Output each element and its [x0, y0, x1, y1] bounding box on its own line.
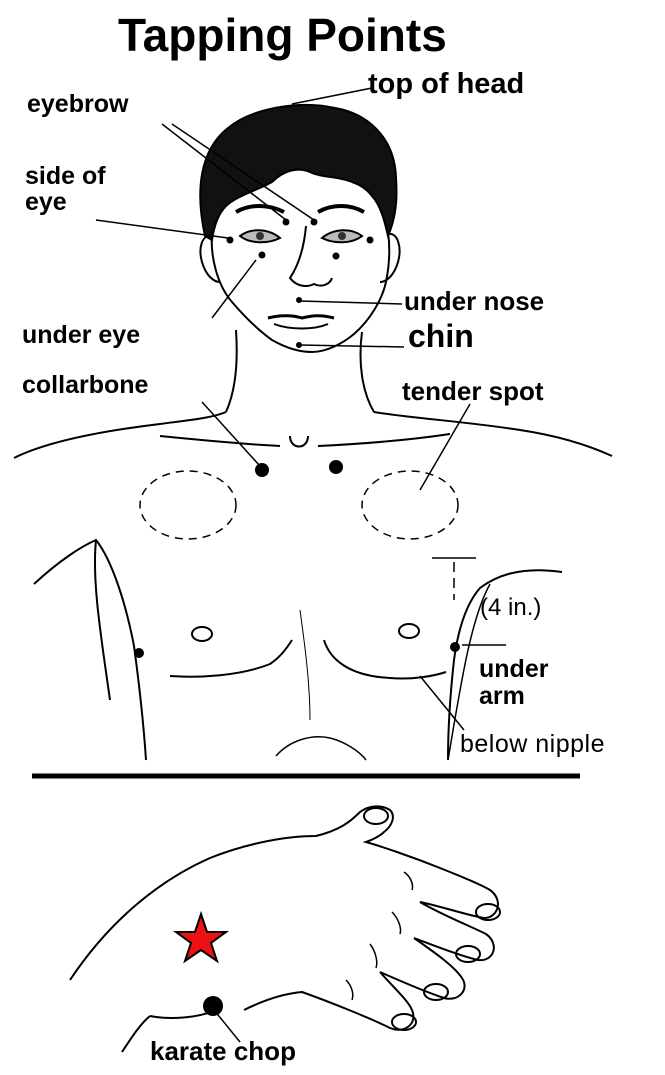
label-karate-chop: karate chop [150, 1038, 296, 1064]
pointer-under-eye [212, 260, 256, 318]
left-pupil [256, 232, 264, 240]
lower-lip [274, 324, 328, 329]
dot-chin [296, 342, 302, 348]
label-side-of-eye-line1: side of [25, 163, 106, 189]
knuckle-4 [346, 980, 353, 1000]
right-tender-oval [362, 471, 458, 539]
right-clavicle [318, 434, 450, 446]
dot-under-arm-left [134, 648, 144, 658]
right-shoulder [374, 412, 612, 456]
mouth [268, 316, 334, 318]
pointer-collarbone [202, 402, 260, 466]
label-under-arm-line2: arm [479, 683, 548, 710]
left-armpit-line [95, 540, 110, 700]
pointer-under-nose [300, 301, 402, 304]
dot-karate-chop [203, 996, 223, 1016]
label-chin: chin [408, 320, 474, 352]
page-title: Tapping Points [118, 12, 447, 58]
dot-under-eye-right [333, 253, 340, 260]
label-under-eye: under eye [22, 323, 140, 348]
left-arm-outline [34, 540, 146, 760]
label-below-nipple: below nipple [460, 732, 605, 757]
pointer-tender-spot [420, 404, 470, 490]
torso-drawing [34, 540, 562, 760]
label-under-nose: under nose [404, 288, 544, 314]
right-eyebrow-shape [318, 206, 364, 212]
dot-side-of-eye-right [367, 237, 374, 244]
knuckle-1 [404, 872, 413, 890]
right-pec [324, 640, 446, 679]
left-clavicle [160, 436, 280, 446]
label-four-inches: (4 in.) [480, 596, 541, 620]
label-eyebrow: eyebrow [27, 92, 128, 117]
label-top-of-head: top of head [368, 70, 524, 99]
hair [200, 105, 396, 240]
left-tender-oval [140, 471, 236, 539]
dot-eyebrow-left [283, 219, 290, 226]
nail-1 [364, 808, 388, 824]
right-pupil [338, 232, 346, 240]
left-nipple [192, 627, 212, 641]
pointer-lines [96, 88, 470, 1042]
label-collarbone: collarbone [22, 373, 148, 398]
dot-collarbone-left [255, 463, 269, 477]
label-side-of-eye: side of eye [25, 163, 106, 215]
dot-side-of-eye-left [227, 237, 234, 244]
star-icon [176, 914, 226, 961]
dot-under-arm-right [450, 642, 460, 652]
dot-under-nose [296, 297, 302, 303]
hand-outline [70, 806, 498, 1029]
center-chest-line [300, 610, 310, 720]
left-shoulder [14, 412, 226, 458]
dot-eyebrow-right [311, 219, 318, 226]
neck-right [361, 332, 375, 412]
label-side-of-eye-line2: eye [25, 189, 106, 215]
pointer-top-of-head [292, 88, 372, 104]
label-under-arm-line1: under [479, 656, 548, 683]
label-tender-spot: tender spot [402, 378, 544, 404]
abdomen-curve [276, 737, 366, 760]
pointer-chin [300, 345, 404, 347]
left-pec [170, 640, 292, 677]
sternal-notch [290, 436, 308, 447]
right-nipple [399, 624, 419, 638]
dot-under-eye-left [259, 252, 266, 259]
wrist-back [122, 1016, 150, 1052]
neck-left [226, 330, 237, 412]
hand-drawing [70, 806, 500, 1052]
label-under-arm: under arm [479, 656, 548, 710]
knuckle-2 [392, 912, 401, 934]
knuckle-3 [370, 944, 377, 968]
left-eyebrow-shape [236, 206, 284, 212]
dot-collarbone-right [329, 460, 343, 474]
